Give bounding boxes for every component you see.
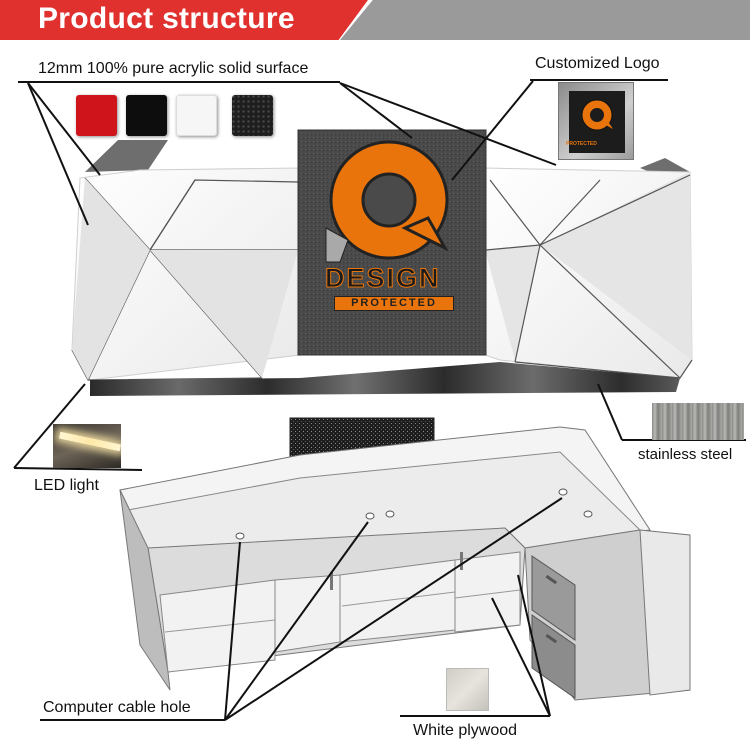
led-base-strip bbox=[90, 362, 680, 396]
cable-hole-label: Computer cable hole bbox=[43, 699, 191, 716]
right-facets bbox=[485, 174, 693, 379]
logo-protected-text: PROTECTED bbox=[334, 296, 454, 311]
logo-design-text: DESIGN bbox=[325, 263, 441, 294]
header-bar: Product structure bbox=[0, 0, 750, 40]
front-desk-view bbox=[71, 129, 693, 396]
mini-protected-text: PROTECTED bbox=[566, 141, 597, 147]
white-plywood-thumbnail bbox=[446, 668, 489, 711]
stainless-steel-thumbnail bbox=[652, 403, 744, 440]
desk-left-side bbox=[119, 489, 171, 691]
header-gray-banner bbox=[340, 0, 750, 40]
q-logo bbox=[325, 140, 449, 263]
swatch-black-sparkle bbox=[232, 95, 273, 136]
shelf-lines bbox=[164, 589, 521, 633]
header-red-banner bbox=[0, 0, 368, 40]
surface-label: 12mm 100% pure acrylic solid surface bbox=[38, 60, 309, 77]
cable-holes bbox=[235, 488, 593, 540]
drawer-lower bbox=[531, 614, 576, 699]
swatch-red bbox=[76, 95, 117, 136]
logo-photo-thumbnail bbox=[558, 82, 634, 160]
customized-logo-label: Customized Logo bbox=[535, 55, 660, 72]
swatch-black bbox=[126, 95, 167, 136]
door-handle bbox=[460, 552, 463, 570]
led-light-thumbnail bbox=[53, 424, 121, 468]
callout-lines bbox=[13, 79, 746, 721]
page-title: Product structure bbox=[38, 2, 295, 35]
white-plywood-label: White plywood bbox=[413, 722, 518, 739]
door-handle bbox=[330, 572, 333, 590]
drawer-upper bbox=[531, 555, 576, 641]
right-facet-shades bbox=[485, 172, 692, 360]
rear-desk-view bbox=[119, 417, 691, 701]
led-light-label: LED light bbox=[34, 477, 99, 494]
stainless-steel-label: stainless steel bbox=[638, 446, 733, 463]
swatch-white bbox=[176, 95, 217, 136]
left-facet-shades bbox=[72, 178, 298, 380]
left-counter-top bbox=[85, 140, 168, 172]
